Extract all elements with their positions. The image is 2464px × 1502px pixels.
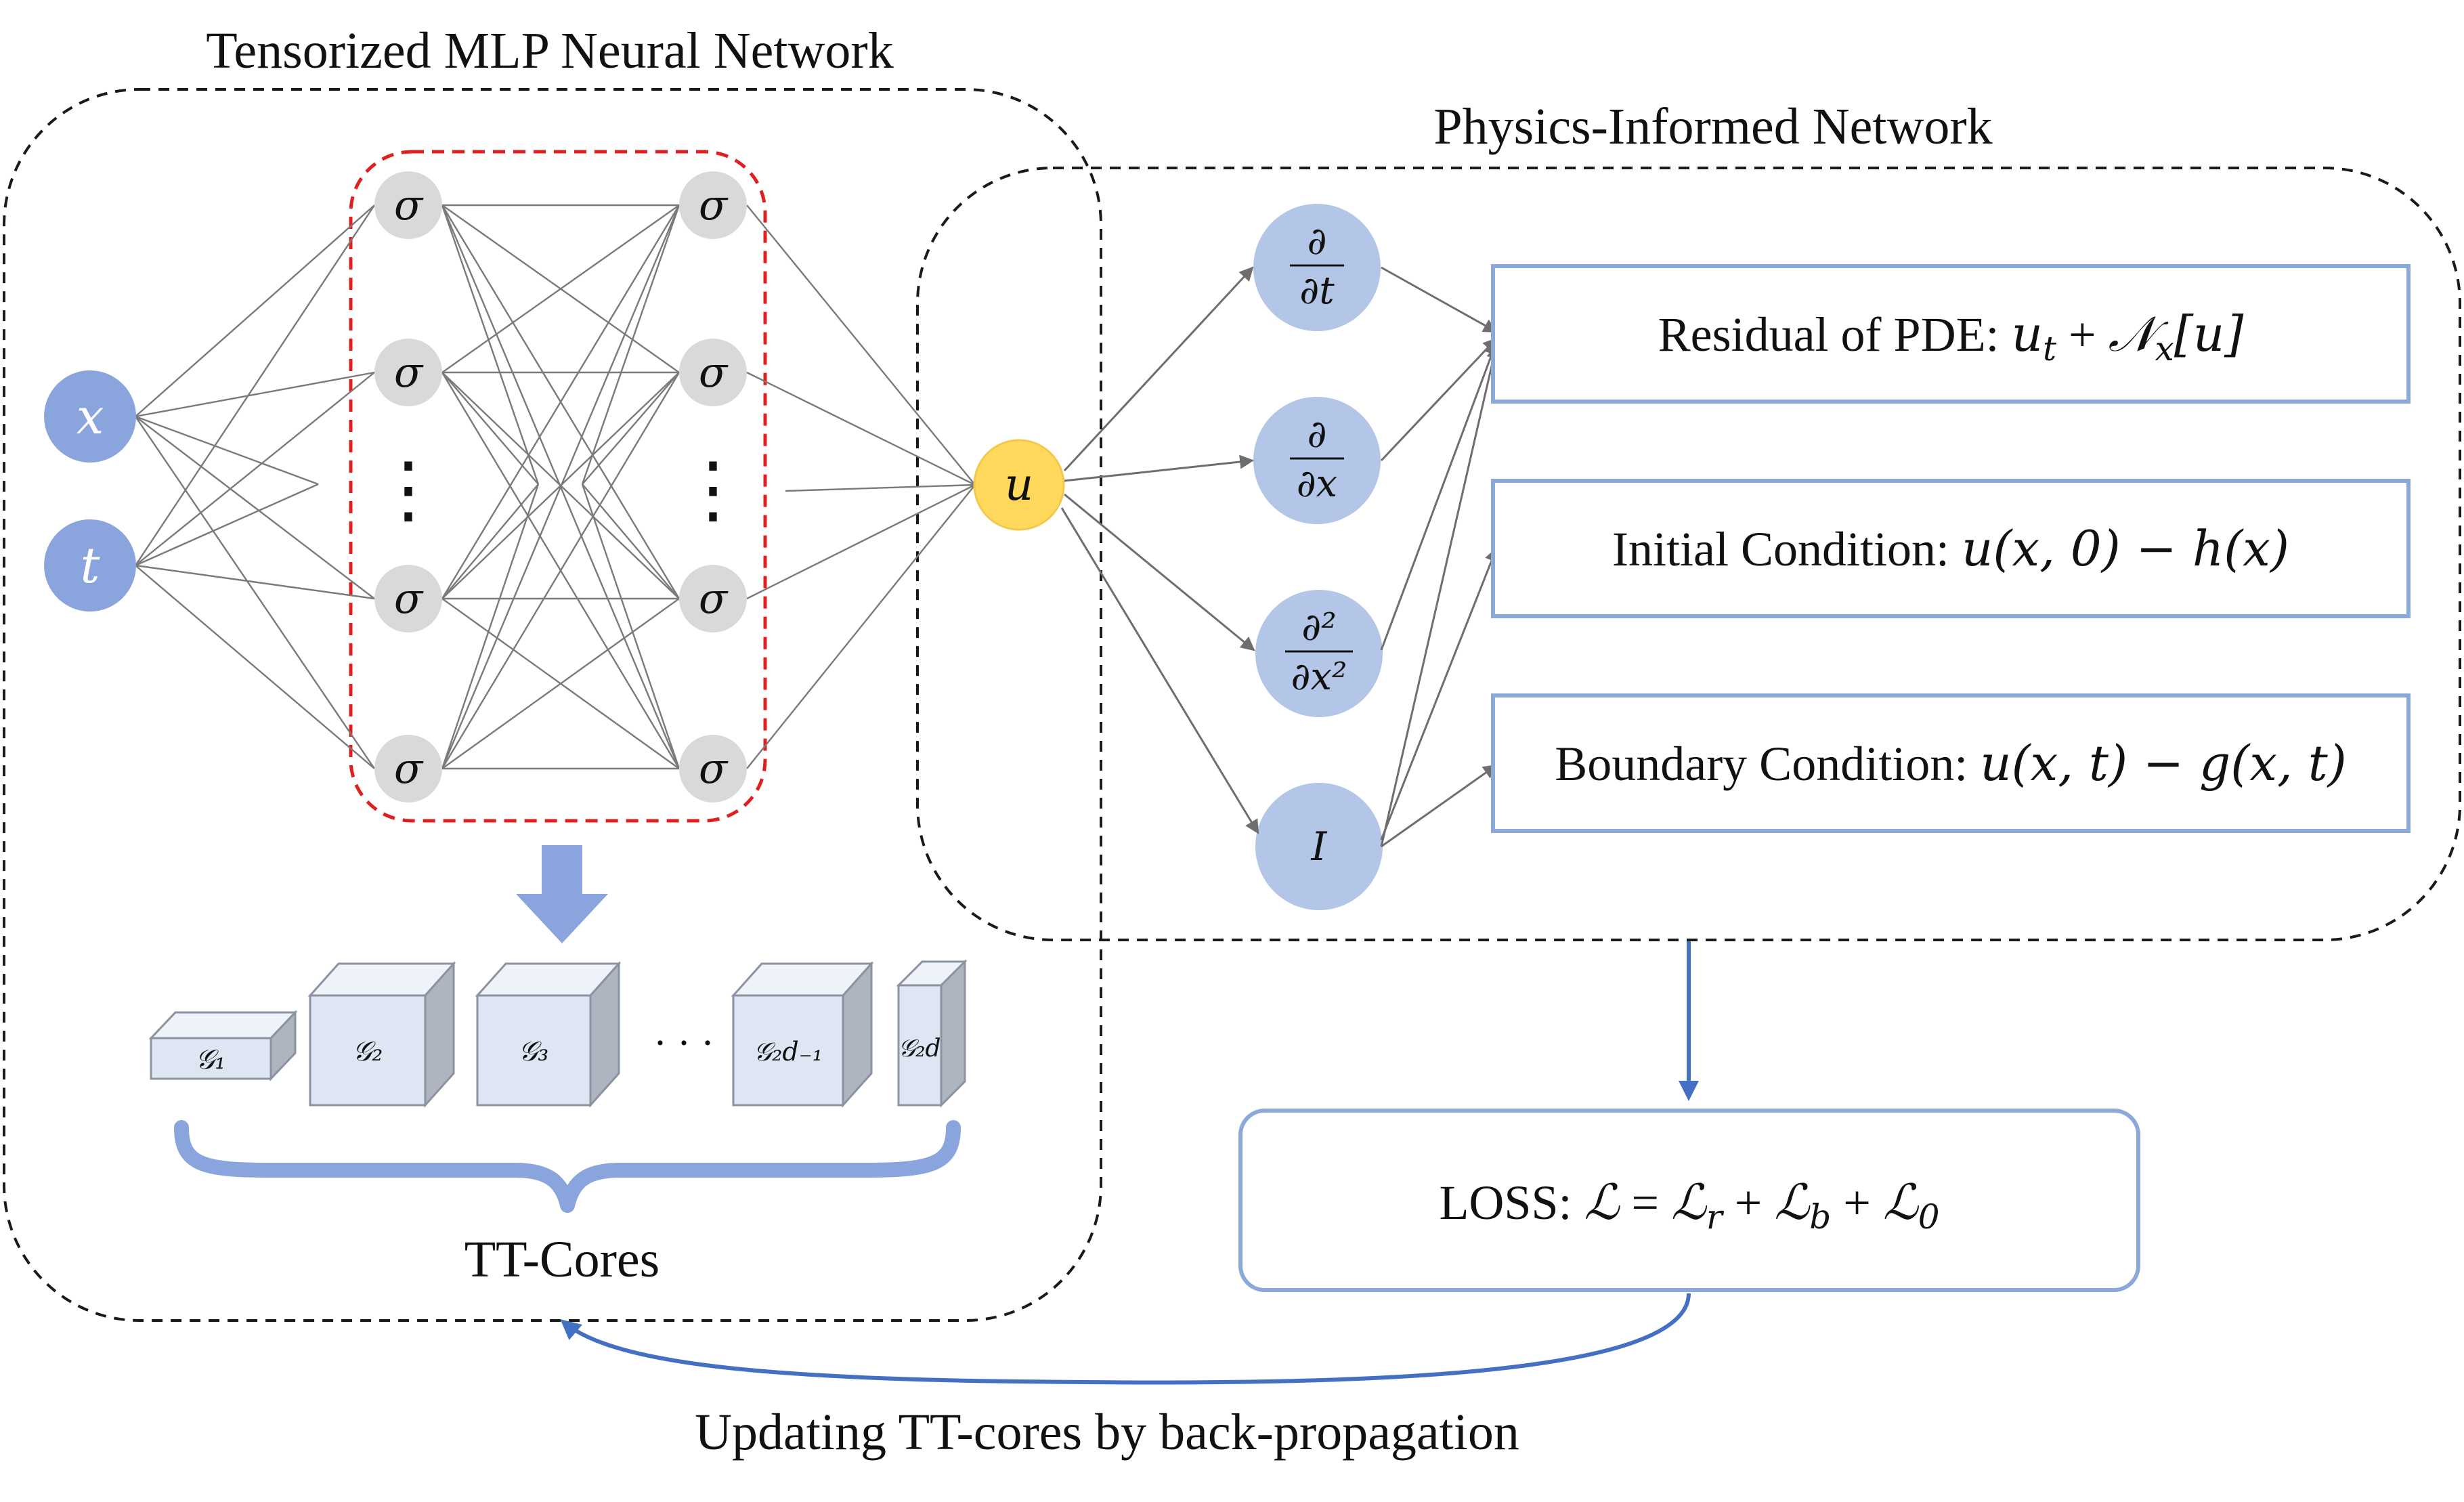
- tt-core-2d-minus-1-label: 𝒢₂d₋₁: [754, 1037, 823, 1067]
- tensorized-mlp-title: Tensorized MLP Neural Network: [206, 22, 893, 79]
- network-edge: [441, 205, 680, 769]
- tensor-decomposition-arrow: [516, 845, 608, 943]
- network-edge: [135, 371, 375, 418]
- tt-cores-caption: TT-Cores: [464, 1231, 660, 1288]
- tt-core-2d-label: 𝒢₂d: [898, 1035, 941, 1063]
- sigma-label: σ: [394, 744, 424, 793]
- hidden-neuron: [374, 565, 442, 632]
- hidden-neuron: [679, 565, 747, 632]
- network-edge: [746, 484, 976, 600]
- sigma-label: σ: [394, 180, 424, 230]
- tt-core-2d-minus-1: 𝒢₂d₋₁: [731, 961, 874, 1108]
- network-edge: [135, 564, 375, 600]
- d2x-numerator: ∂²: [1301, 605, 1336, 649]
- output-u-label: u: [1005, 458, 1034, 511]
- network-edge: [441, 205, 680, 373]
- vertical-ellipsis: ⋮: [676, 448, 750, 531]
- hidden-layer-1: σ σ ⋮ σ σ: [371, 171, 446, 802]
- residual-pde-text: Residual of PDE: ut + 𝒩x[u]: [1658, 305, 2245, 368]
- tt-core-1: 𝒢₁: [148, 1010, 298, 1081]
- vertical-ellipsis: ⋮: [371, 448, 446, 531]
- network-edge: [746, 484, 976, 769]
- network-edge: [785, 484, 976, 492]
- hidden-neuron: [679, 339, 747, 406]
- dx-numerator: ∂: [1307, 412, 1327, 456]
- backprop-arrow: [560, 1293, 1691, 1385]
- tt-cores-brace: [174, 1120, 961, 1213]
- tt-core-3-label: 𝒢₃: [519, 1036, 549, 1067]
- hidden-layer-2: σ σ ⋮ σ σ: [676, 171, 750, 802]
- network-edge: [135, 372, 375, 566]
- tt-core-ellipsis: · · ·: [653, 1021, 714, 1065]
- network-edge: [441, 205, 540, 485]
- network-edge: [582, 484, 680, 599]
- dt-denominator: ∂t: [1299, 269, 1335, 313]
- network-edge: [441, 372, 680, 769]
- input-node-x: x: [44, 370, 136, 463]
- derivative-node-dt: ∂ ∂t: [1253, 204, 1381, 331]
- sigma-label: σ: [394, 347, 424, 397]
- input-t-label: t: [81, 537, 101, 594]
- physics-informed-boundary: [916, 167, 2461, 941]
- tt-core-2: 𝒢₂: [307, 961, 456, 1108]
- initial-condition-box: Initial Condition: u(x, 0) − h(x): [1491, 479, 2411, 618]
- backprop-caption: Updating TT-cores by back-propagation: [695, 1404, 1519, 1461]
- tt-core-2d: 𝒢₂d: [896, 959, 968, 1108]
- network-edge: [135, 416, 375, 769]
- hidden-neuron: [374, 735, 442, 802]
- tt-core-1-label: 𝒢₁: [196, 1044, 226, 1075]
- sigma-label: σ: [699, 347, 729, 397]
- loss-text: LOSS: ℒ = ℒr + ℒb + ℒ0: [1439, 1174, 1939, 1237]
- tt-core-3: 𝒢₃: [475, 961, 622, 1108]
- derivative-to-condition-arrows: [1380, 266, 1501, 848]
- network-edge: [441, 484, 539, 599]
- sigma-label: σ: [394, 574, 424, 623]
- hidden-neuron: [374, 171, 442, 239]
- network-edge: [441, 484, 540, 769]
- identity-label: I: [1311, 823, 1328, 870]
- network-edge: [135, 483, 319, 567]
- derivative-node-dx: ∂ ∂x: [1253, 397, 1381, 524]
- network-edge: [441, 205, 680, 599]
- hidden-layers-boundary: [349, 150, 767, 823]
- network-edge: [135, 205, 375, 417]
- initial-condition-text: Initial Condition: u(x, 0) − h(x): [1612, 520, 2289, 577]
- tt-core-2-label: 𝒢₂: [353, 1036, 383, 1067]
- network-edge: [581, 484, 680, 769]
- input-node-t: t: [44, 519, 136, 611]
- network-edge: [746, 205, 976, 486]
- dx-denominator: ∂x: [1297, 462, 1338, 506]
- network-edge: [135, 415, 319, 486]
- residual-pde-box: Residual of PDE: ut + 𝒩x[u]: [1491, 264, 2411, 404]
- boundary-condition-text: Boundary Condition: u(x, t) − g(x, t): [1555, 735, 2347, 792]
- network-edge: [135, 205, 375, 566]
- hidden-neuron: [374, 339, 442, 406]
- sigma-label: σ: [699, 574, 729, 623]
- identity-node: I: [1255, 783, 1383, 910]
- network-edge: [581, 205, 680, 485]
- network-edge: [135, 565, 375, 769]
- dt-numerator: ∂: [1307, 219, 1327, 263]
- sigma-label: σ: [699, 180, 729, 230]
- loss-box: LOSS: ℒ = ℒr + ℒb + ℒ0: [1238, 1109, 2140, 1292]
- network-edge: [135, 416, 375, 599]
- tensorized-mlp-boundary: [3, 88, 1102, 1322]
- boundary-condition-box: Boundary Condition: u(x, t) − g(x, t): [1491, 693, 2411, 833]
- hidden-neuron: [679, 735, 747, 802]
- network-connections: [135, 204, 976, 770]
- output-to-derivative-arrows: [1060, 266, 1259, 834]
- d2x-denominator: ∂x²: [1291, 655, 1347, 699]
- input-x-label: x: [77, 388, 104, 445]
- network-edge: [582, 372, 680, 485]
- physics-informed-title: Physics-Informed Network: [1433, 98, 1992, 155]
- hidden-neuron: [679, 171, 747, 239]
- sigma-label: σ: [699, 744, 729, 793]
- network-edge: [441, 598, 680, 769]
- derivative-node-d2x: ∂² ∂x²: [1255, 590, 1383, 717]
- network-edge: [746, 371, 976, 486]
- network-edge: [441, 372, 539, 485]
- output-node-u: u: [973, 439, 1065, 531]
